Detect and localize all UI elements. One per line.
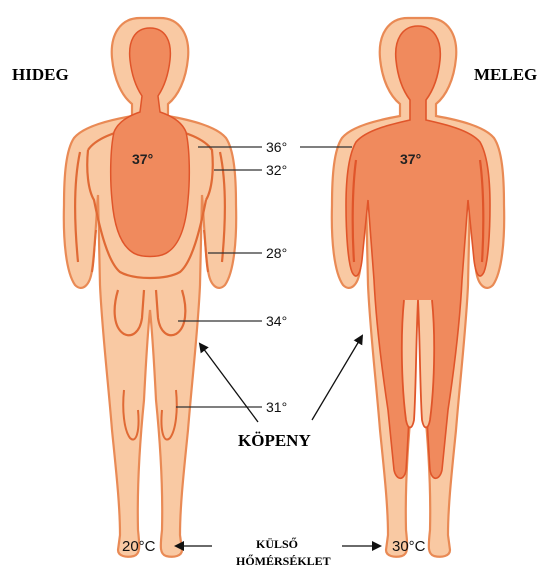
warm-label: MELEG (474, 65, 537, 84)
cold-core-temp: 37° (132, 151, 153, 167)
warm-inner-leg-zone (402, 300, 434, 428)
isotherm-34: 34° (266, 313, 287, 329)
temp-low-label: 20°C (122, 538, 156, 555)
isotherm-28: 28° (266, 245, 287, 261)
isotherm-36: 36° (266, 139, 287, 155)
isotherm-32: 32° (266, 162, 287, 178)
shell-arrow-right (312, 336, 362, 420)
warm-figure: 37° (332, 18, 504, 557)
shell-arrow-left (200, 344, 258, 422)
outside-label-line1: KÜLSŐ (256, 536, 298, 551)
temp-high-label: 30°C (392, 538, 426, 555)
warm-core-temp: 37° (400, 151, 421, 167)
shell-label: KÖPENY (238, 431, 311, 450)
cold-label: HIDEG (12, 65, 69, 84)
cold-figure: 37° (64, 18, 236, 557)
outside-label-line2: HŐMÉRSÉKLET (236, 553, 331, 568)
shell-arrows: KÖPENY (200, 336, 362, 450)
isotherm-31: 31° (266, 399, 287, 415)
